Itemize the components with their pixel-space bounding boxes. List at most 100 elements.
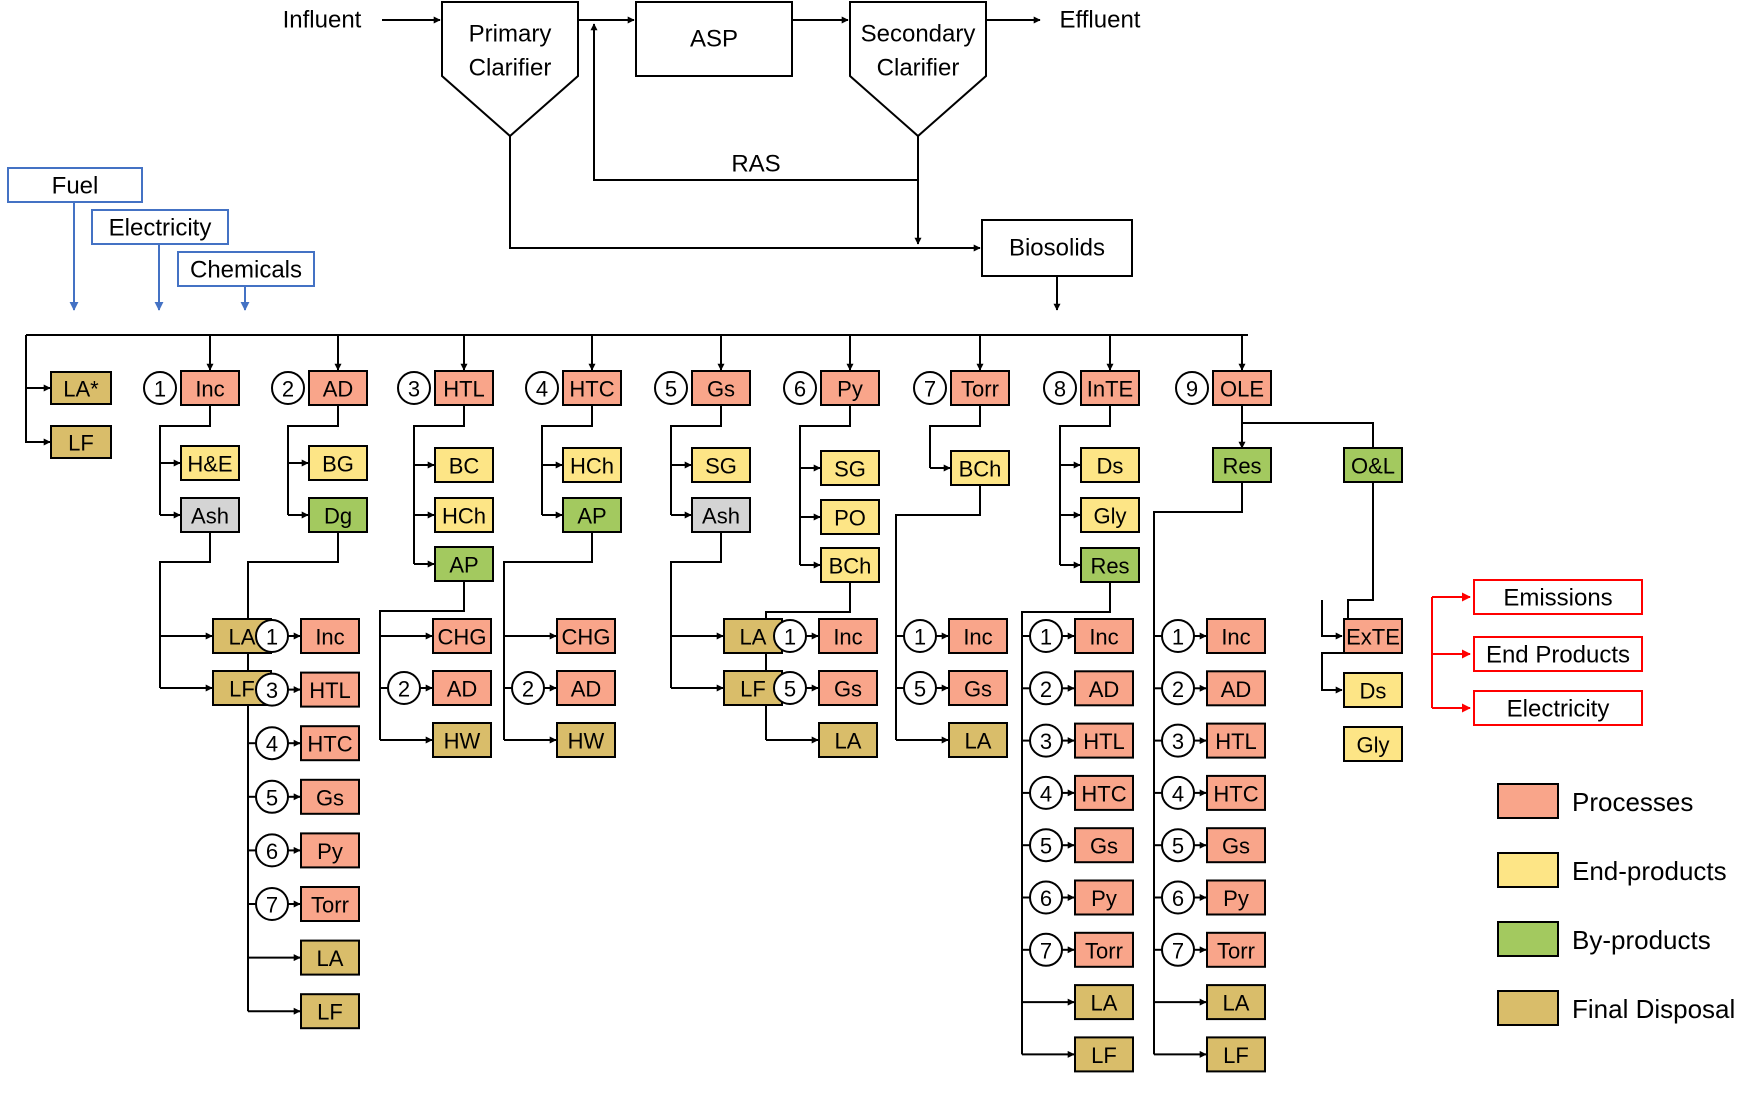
pathway-8-product-ds-label: Ds: [1097, 454, 1124, 479]
pathway-3-downstream-spine: [379, 581, 465, 740]
pathway-number-7-circle: [913, 371, 947, 405]
pathway-4-product-ap-box: [562, 497, 622, 533]
pathway-8-downstream-htl-2-box: [1074, 722, 1134, 759]
pathway-number-1: 1: [154, 377, 166, 402]
pathway-number-4: 4: [1040, 781, 1052, 806]
pathway-9-downstream-htc-3-label: HTC: [1213, 781, 1258, 806]
pathway-number-2: 2: [1172, 677, 1184, 702]
primary-to-biosolids-arrow: [509, 136, 981, 252]
pathway-9-ole-label: OLE: [1220, 377, 1264, 402]
pathway-number-7: 7: [924, 377, 936, 402]
pathway-number-6-circle: [1029, 880, 1063, 915]
pathway-8-downstream-spine: [1021, 582, 1111, 1055]
pathway-8-downstream-htc-3-box: [1074, 774, 1134, 811]
pathway-2-downstream-inc-0-label: Inc: [315, 625, 344, 650]
pathway-8-downstream-htl-2-label: HTL: [1083, 729, 1125, 754]
pathway-3-htl-label: HTL: [443, 377, 485, 402]
pathway-number-7: 7: [1040, 938, 1052, 963]
pathway-9-downstream-torr-6-box: [1206, 931, 1266, 968]
legend-swatch-by-products: [1497, 921, 1559, 957]
pathway-number-3-circle: [1161, 723, 1195, 758]
pathway-5-product-sg-box: [691, 447, 751, 483]
pathway-9-ole-product-gly-box: [1343, 726, 1403, 762]
pathway-4-downstream-hw-2-box: [556, 722, 616, 758]
pathway-2-downstream-la-6-box: [300, 939, 360, 976]
pathway-6-downstream-la-2-box: [818, 722, 878, 758]
pathway-7-downstream-gs-1-box: [948, 670, 1008, 706]
pathway-8-downstream-torr-6-label: Torr: [1085, 938, 1123, 963]
pathway-number-6: 6: [1040, 886, 1052, 911]
pathway-6-product-spine: [799, 405, 851, 565]
pathway-9-downstream-torr-6-label: Torr: [1217, 938, 1255, 963]
pathway-number-1: 1: [1040, 625, 1052, 650]
legend-swatch-final-disposal: [1497, 990, 1559, 1026]
pathway-5-downstream-la-0-box: [723, 618, 783, 654]
pathway-4-downstream-ad-1-label: AD: [571, 677, 602, 702]
pathway-number-5: 5: [784, 677, 796, 702]
pathway-2-product-bg-label: BG: [322, 452, 354, 477]
pathway-number-4-circle: [1029, 775, 1063, 810]
pathway-number-1: 1: [784, 625, 796, 650]
pathway-7-torr-box: [950, 370, 1010, 406]
output-emissions-label: Emissions: [1503, 585, 1612, 612]
pathway-3-downstream-hw-2-label: HW: [444, 729, 481, 754]
pathway-9-downstream-py-5-box: [1206, 879, 1266, 916]
pathway-1-product-ash-box: [180, 497, 240, 533]
pathway-7-downstream-inc-0-label: Inc: [963, 625, 992, 650]
pathway-5-gs-label: Gs: [707, 377, 735, 402]
pathway-number-5: 5: [266, 785, 278, 810]
pathway-4-product-ap-label: AP: [577, 504, 606, 529]
pathway-number-1-circle: [143, 371, 177, 405]
pathway-3-htl-box: [434, 370, 494, 406]
pathway-number-5-circle: [773, 671, 807, 705]
pathway-2-downstream-gs-3-label: Gs: [316, 785, 344, 810]
pathway-8-product-ds-box: [1080, 447, 1140, 483]
pathway-6-product-bch-box: [820, 547, 880, 583]
pathway-9-ole-product-gly-label: Gly: [1357, 733, 1390, 758]
primary-clarifier: [441, 1, 579, 138]
pathway-3-downstream-hw-2-box: [432, 722, 492, 758]
pathway-9-product-res-label: Res: [1222, 454, 1261, 479]
pathway-2-product-dg-box: [308, 497, 368, 533]
pathway-2-downstream-py-4-box: [300, 832, 360, 869]
pathway-9-downstream-htc-3-box: [1206, 774, 1266, 811]
pathway-number-3: 3: [1040, 729, 1052, 754]
pathway-9-oandl-down: [1347, 482, 1374, 637]
biosolids-label: Biosolids: [1009, 235, 1105, 262]
asp-label: ASP: [690, 26, 738, 53]
pathway-2-downstream-htc-2-label: HTC: [307, 732, 352, 757]
pathway-number-6: 6: [266, 839, 278, 864]
pathway-number-5-circle: [903, 671, 937, 705]
pathway-number-3: 3: [1172, 729, 1184, 754]
pathway-6-product-po-label: PO: [834, 506, 866, 531]
pathway-number-2-circle: [387, 671, 421, 705]
pathway-3-downstream-ad-1-label: AD: [447, 677, 478, 702]
pathway-8-product-gly-label: Gly: [1094, 504, 1127, 529]
pathway-number-5: 5: [665, 377, 677, 402]
pathway-number-1-circle: [903, 619, 937, 653]
pathway-2-downstream-inc-0-box: [300, 618, 360, 654]
pathway-4-downstream-hw-2-label: HW: [568, 729, 605, 754]
pathway-8-downstream-py-5-label: Py: [1091, 886, 1117, 911]
pathway-3-downstream-ad-1-box: [432, 670, 492, 706]
pathway-number-8-circle: [1043, 371, 1077, 405]
pathway-6-product-bch-label: BCh: [829, 554, 872, 579]
pathway-7-product-spine: [929, 405, 981, 468]
pathway-2-downstream-spine: [247, 532, 339, 1012]
pathway-number-4-circle: [1161, 775, 1195, 810]
pathway-1-inc-box: [180, 370, 240, 406]
pathway-8-downstream-la-7-box: [1074, 984, 1134, 1021]
pathway-2-downstream-lf-7-label: LF: [317, 1000, 343, 1025]
legend-label-final-disposal: Final Disposal: [1572, 994, 1735, 1024]
pathway-number-3-circle: [397, 371, 431, 405]
pathway-number-1-circle: [773, 619, 807, 653]
pathway-4-downstream-chg-0-label: CHG: [562, 625, 611, 650]
pathway-6-py-label: Py: [837, 377, 863, 402]
pathway-number-5-circle: [1029, 828, 1063, 863]
pathway-1-product-spine: [159, 405, 211, 515]
pathway-9-extraction-arrow: [1321, 600, 1343, 640]
pathway-8-downstream-ad-1-box: [1074, 670, 1134, 707]
pathway-8-downstream-gs-4-label: Gs: [1090, 834, 1118, 859]
pathway-number-5: 5: [1172, 834, 1184, 859]
